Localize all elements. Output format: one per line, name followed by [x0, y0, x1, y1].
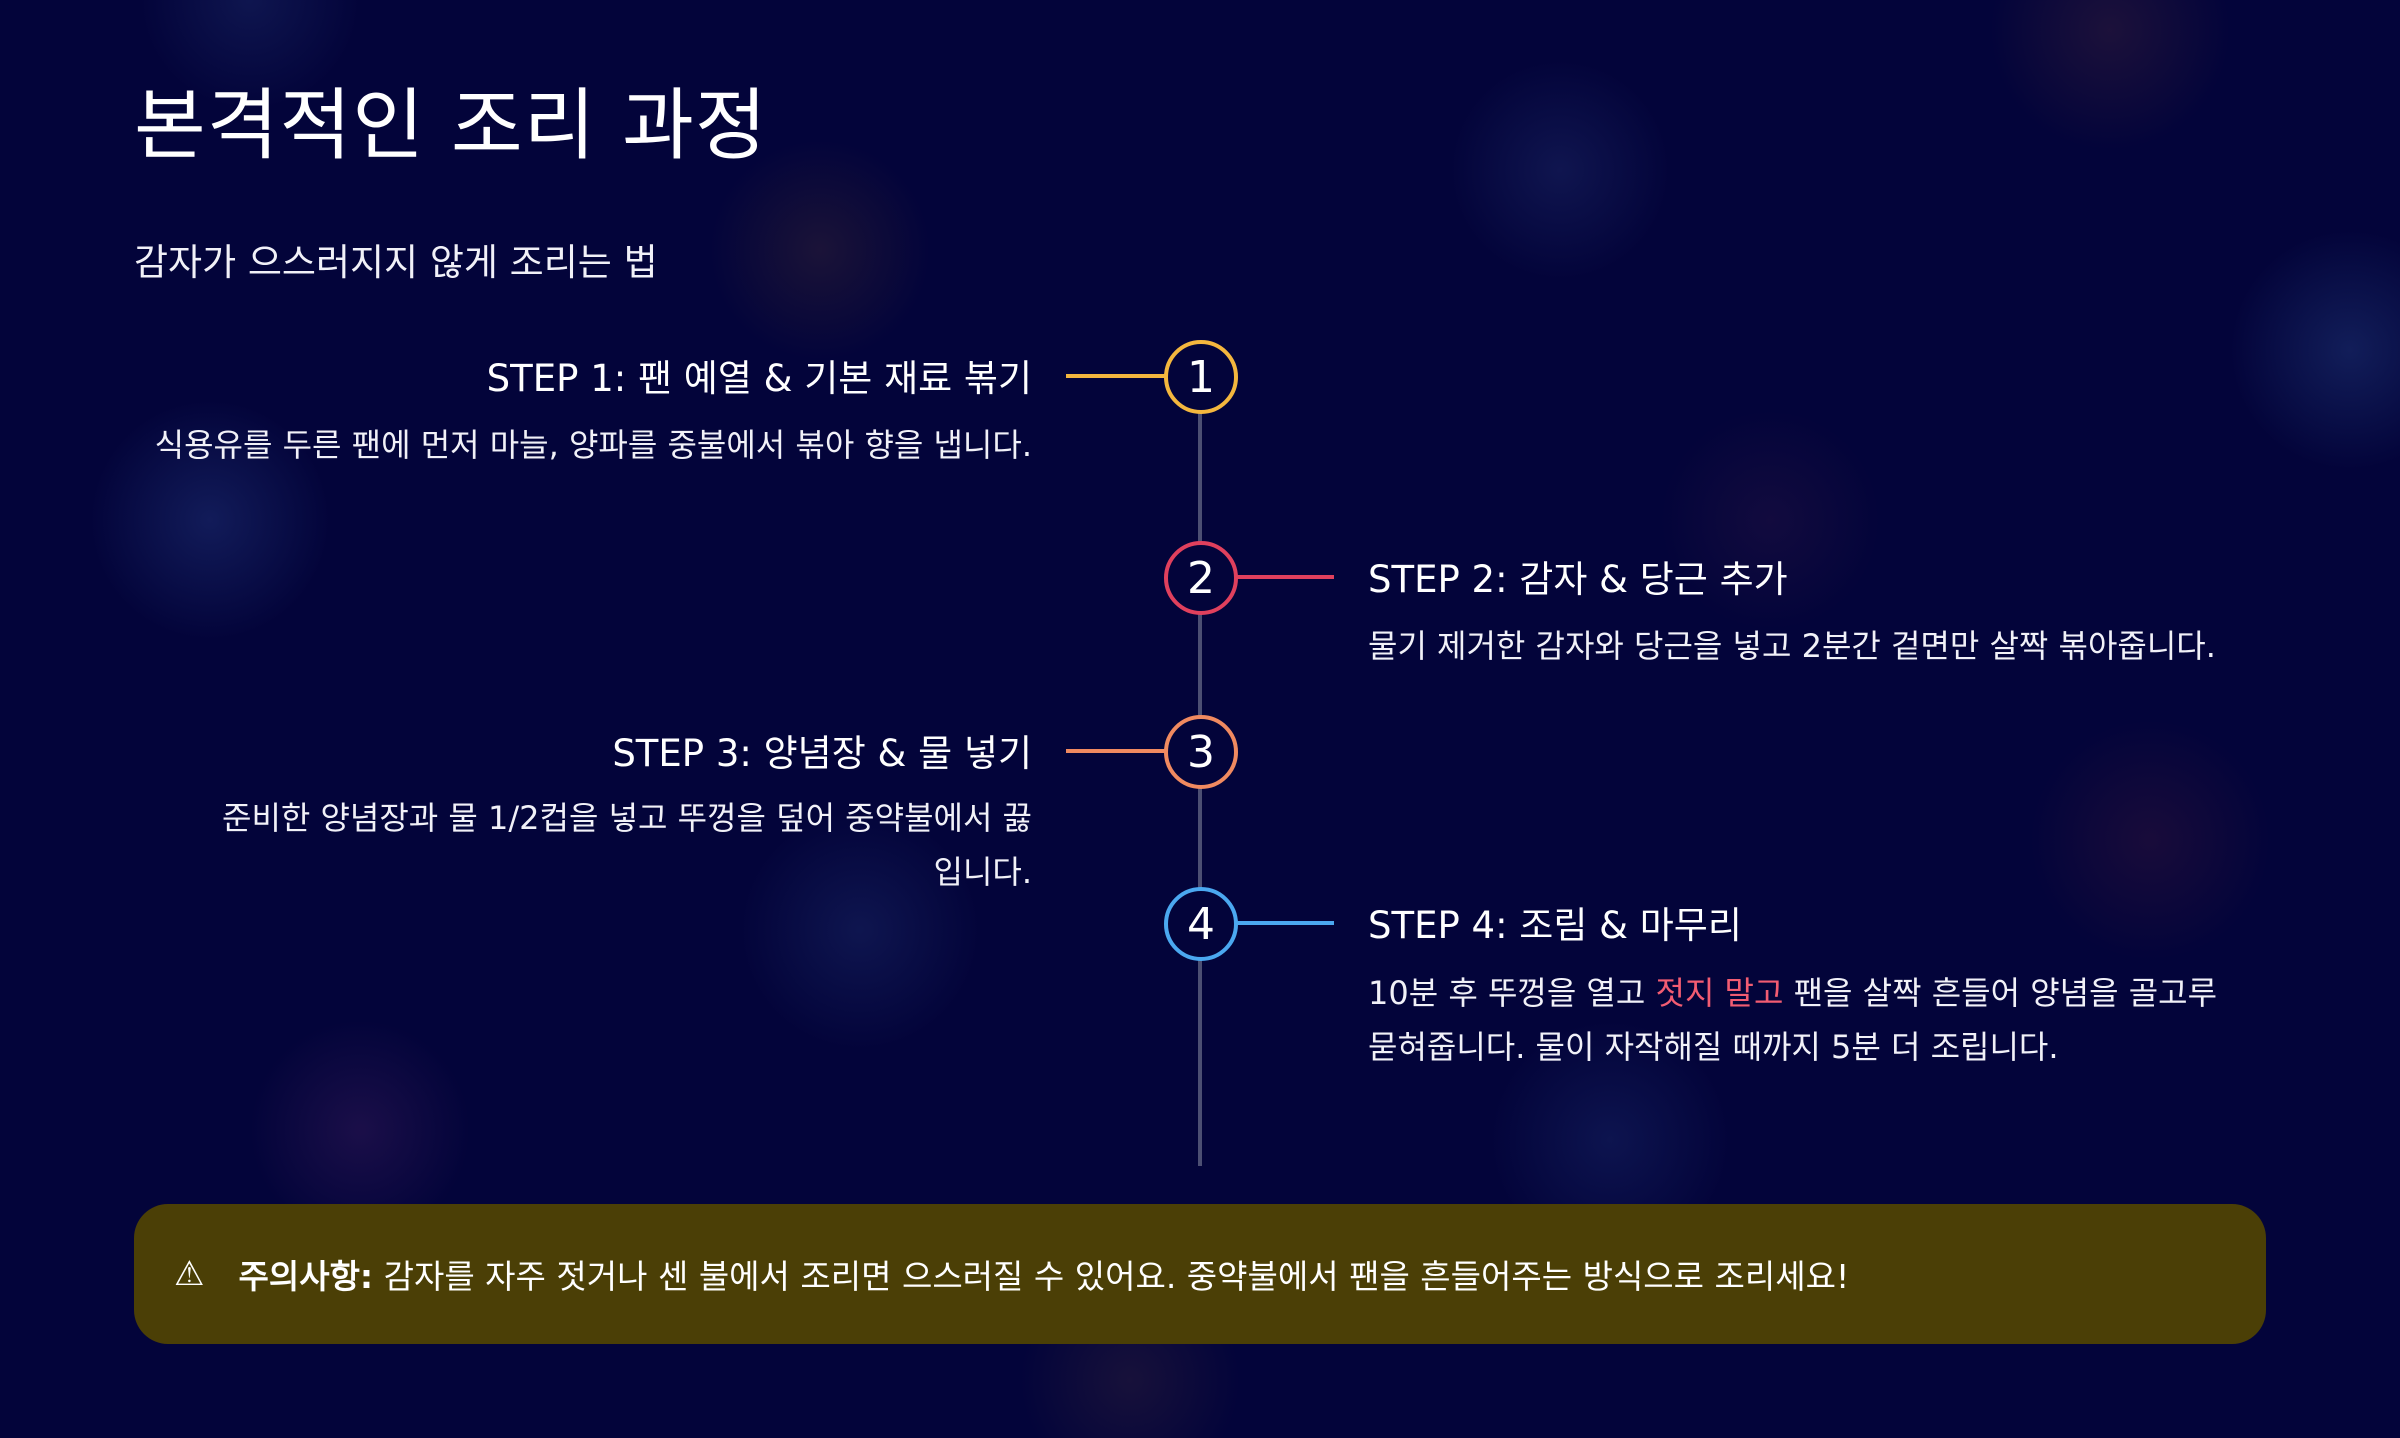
warning-banner: ⚠ 주의사항: 감자를 자주 젓거나 센 불에서 조리면 으스러질 수 있어요.… — [134, 1204, 2266, 1344]
step-2-marker: 2 — [1164, 541, 1238, 615]
step-3-title: STEP 3: 양념장 & 물 넣기 — [612, 732, 1032, 775]
step-1-number: 1 — [1187, 351, 1215, 403]
step-1-description: 식용유를 두른 팬에 먼저 마늘, 양파를 중불에서 볶아 향을 냅니다. — [154, 426, 1032, 464]
step-4-description-start: 10분 후 뚜껑을 열고 — [1368, 974, 1656, 1012]
step-4-number: 4 — [1187, 898, 1215, 950]
step-1-title: STEP 1: 팬 예열 & 기본 재료 볶기 — [486, 357, 1032, 400]
step-2-description: 물기 제거한 감자와 당근을 넣고 2분간 겉면만 살짝 볶아줍니다. — [1368, 627, 2216, 665]
page-title: 본격적인 조리 과정 — [134, 81, 768, 171]
warning-body: 감자를 자주 젓거나 센 불에서 조리면 으스러질 수 있어요. 중약불에서 팬… — [373, 1257, 1850, 1296]
warning-label: 주의사항: — [238, 1257, 374, 1296]
step-2-title: STEP 2: 감자 & 당근 추가 — [1368, 558, 1788, 601]
warning-message: 주의사항: 감자를 자주 젓거나 센 불에서 조리면 으스러질 수 있어요. 중… — [238, 1250, 1849, 1298]
step-4-description: 10분 후 뚜껑을 열고 젓지 말고 팬을 살짝 흔들어 양념을 골고루 묻혀줍… — [1368, 966, 2248, 1074]
step-2-number: 2 — [1187, 552, 1215, 604]
step-4-description-end: 팬을 살짝 흔들어 양념을 골고루 묻혀줍니다. 물이 자작해질 때까지 5분 … — [1368, 974, 2218, 1066]
step-4-marker: 4 — [1164, 887, 1238, 961]
step-3-marker: 3 — [1164, 715, 1238, 789]
warning-icon: ⚠ — [174, 1254, 205, 1294]
step-3-connector — [1066, 749, 1166, 753]
step-2-connector — [1234, 575, 1334, 579]
step-4-title: STEP 4: 조림 & 마무리 — [1368, 904, 1742, 947]
step-4-description-highlight: 젓지 말고 — [1655, 974, 1784, 1012]
step-1-connector — [1066, 374, 1166, 378]
step-3-number: 3 — [1187, 726, 1215, 778]
step-3-description: 준비한 양념장과 물 1/2컵을 넣고 뚜껑을 덮어 중약불에서 끓입니다. — [222, 799, 1032, 891]
page-subtitle: 감자가 으스러지지 않게 조리는 법 — [134, 241, 658, 284]
step-4-connector — [1234, 921, 1334, 925]
step-1-marker: 1 — [1164, 340, 1238, 414]
